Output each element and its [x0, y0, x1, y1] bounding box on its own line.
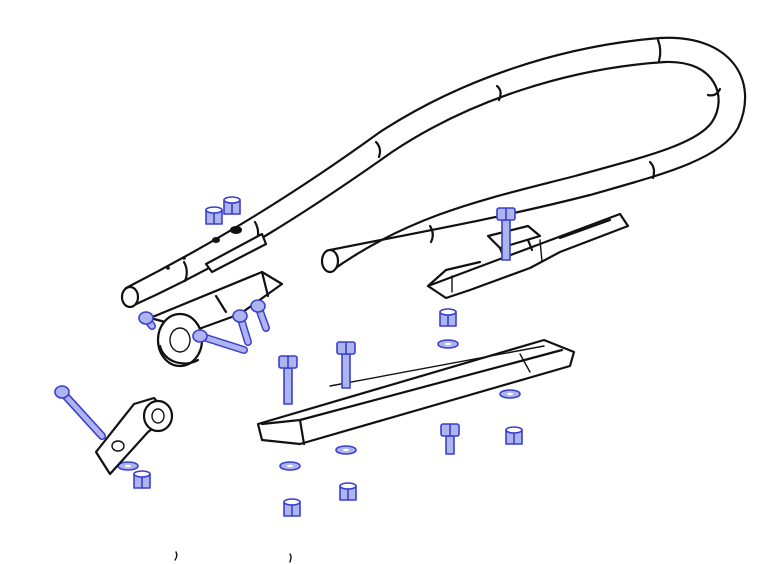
nut [223, 196, 241, 215]
nut [205, 206, 223, 225]
washer [279, 461, 301, 471]
bolt [138, 311, 156, 330]
nut [283, 498, 301, 517]
bolt [496, 207, 516, 261]
nut [133, 470, 151, 489]
washer [437, 339, 459, 349]
tow-arm [426, 212, 630, 300]
bolt [336, 341, 356, 389]
hardware-group [54, 196, 523, 517]
bolt [192, 329, 248, 354]
nut [339, 482, 357, 501]
washer [499, 389, 521, 399]
handlebar-frame [120, 36, 747, 309]
link-bracket [94, 396, 174, 476]
axle-bracket [148, 232, 284, 368]
nut [505, 426, 523, 445]
stray-mark [174, 551, 178, 561]
skid-plate [256, 338, 576, 446]
bolt [250, 299, 270, 332]
washer [335, 445, 357, 455]
nut [439, 308, 457, 327]
bolt [440, 423, 460, 455]
bolt [54, 385, 106, 440]
stray-mark [289, 553, 292, 563]
bolt [232, 309, 252, 346]
bolt [278, 355, 298, 405]
